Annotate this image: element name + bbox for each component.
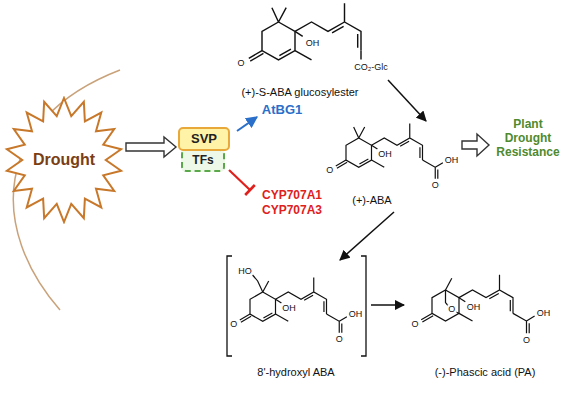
- aba-structure: [336, 124, 443, 179]
- atom-label: O: [410, 319, 419, 328]
- atom-label: O: [447, 304, 456, 313]
- bracket: [227, 256, 232, 356]
- gene-label: CYP707A1: [262, 189, 322, 202]
- compound-name: (+)-ABA: [352, 194, 391, 206]
- compound-name: (-)-Phascic acid (PA): [435, 366, 536, 378]
- glucosylester-structure: [249, 3, 361, 61]
- compound-name: 8'-hydroxyl ABA: [257, 366, 334, 378]
- gene-label: AtBG1: [262, 103, 302, 117]
- drought-burst: Drought: [4, 96, 124, 224]
- atom-label: O: [229, 319, 238, 328]
- reaction-arrow: [388, 80, 426, 121]
- gene-label: CYP707A3: [262, 204, 322, 217]
- inhibition-line: [229, 170, 250, 190]
- atom-label: OH: [536, 308, 552, 317]
- process-box: SVP: [178, 127, 230, 151]
- outcome-label: Plant Drought Resistance: [492, 118, 564, 159]
- node-label: Drought: [33, 151, 95, 169]
- atom-label: OH: [281, 304, 297, 313]
- hollow-arrow: [462, 134, 489, 156]
- hydroxy-aba-structure: [240, 275, 347, 333]
- node-label: TFs: [192, 154, 213, 167]
- atom-label: O: [325, 165, 334, 174]
- inhibition-bar: [245, 185, 255, 195]
- starburst-outline: [7, 98, 121, 222]
- atom-label: OH: [348, 309, 364, 318]
- reaction-arrow: [340, 212, 394, 260]
- atom-label: O: [237, 59, 246, 68]
- atom-label: OH: [466, 303, 482, 312]
- atom-label: OH: [377, 150, 393, 159]
- atom-label: CO₂-Glc: [353, 63, 389, 72]
- atom-label: O: [522, 335, 531, 344]
- atom-label: HO: [237, 266, 253, 275]
- atom-label: O: [335, 334, 344, 343]
- atom-label: O: [431, 180, 440, 189]
- node-label: SVP: [191, 132, 217, 146]
- atom-label: OH: [444, 155, 460, 164]
- process-box: TFs: [181, 149, 225, 172]
- atom-label: OH: [305, 38, 321, 47]
- compound-name: (+)-S-ABA glucosylester: [241, 86, 358, 98]
- phaseic-acid-structure: [421, 275, 534, 334]
- bracket: [361, 256, 366, 356]
- reaction-arrow: [371, 304, 404, 306]
- hollow-connector: [126, 137, 176, 157]
- activation-arrow: [237, 117, 257, 131]
